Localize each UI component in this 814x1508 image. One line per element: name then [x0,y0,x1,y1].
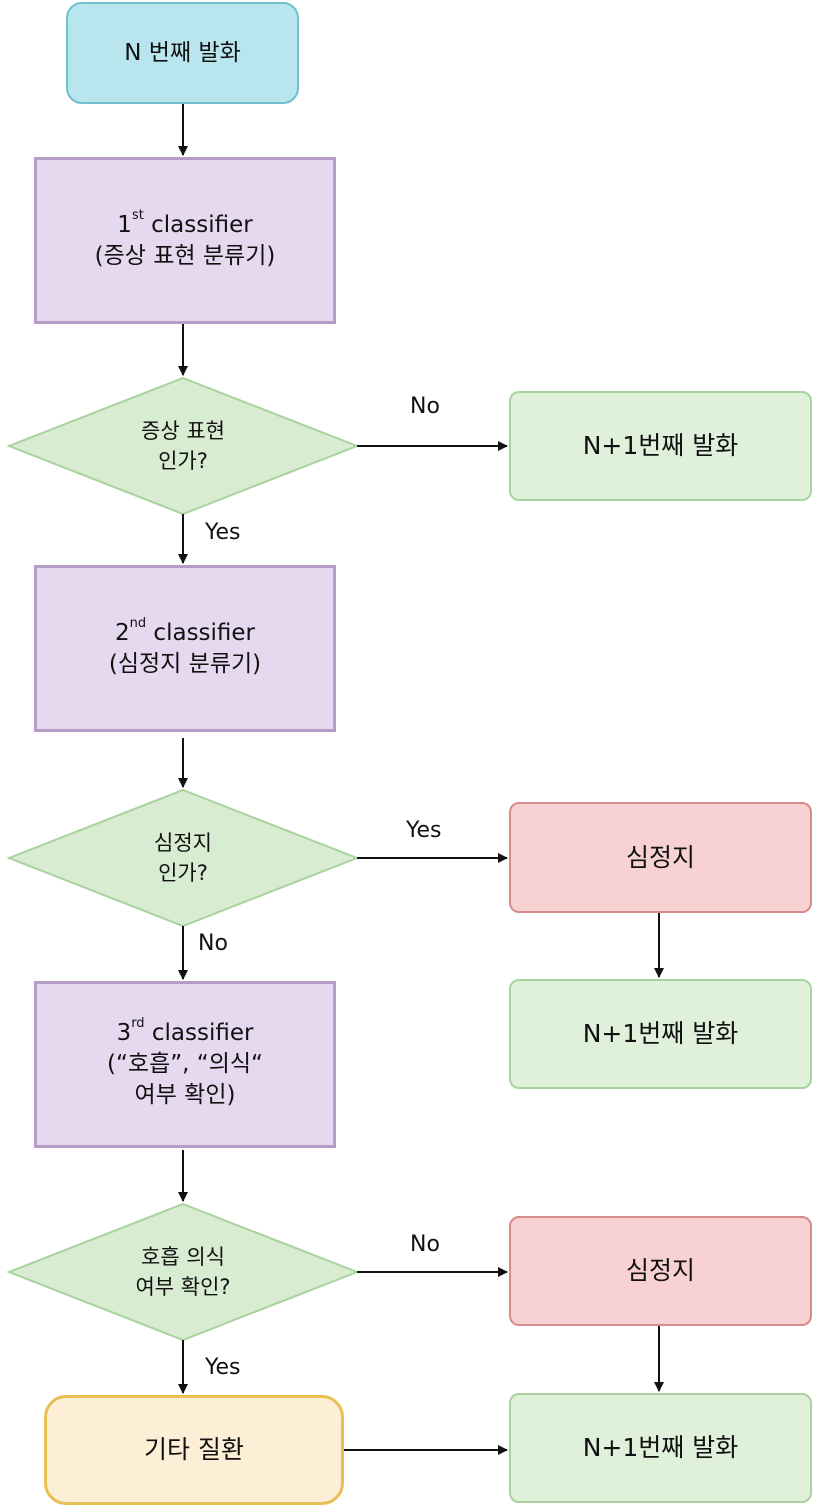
edge-label-d2-yes: Yes [406,818,442,843]
start-node-label: N 번째 발화 [124,39,241,66]
next-utterance-box-1: N+1번째 발화 [509,391,812,501]
third-classifier-subtitle-2: 여부 확인) [134,1082,236,1108]
cardiac-arrest-box-2: 심정지 [509,1216,812,1326]
second-classifier-title: 2nd classifier [114,615,256,646]
decision-2-label: 심정지 인가? [154,831,212,885]
edge-label-d3-no: No [410,1232,440,1257]
first-classifier-box: 1st classifier (증상 표현 분류기) [34,157,336,324]
edge-label-d2-no: No [198,931,228,956]
decision-1-label: 증상 표현 인가? [141,419,225,473]
next-utterance-box-2: N+1번째 발화 [509,979,812,1089]
edge-label-d3-yes: Yes [205,1355,241,1380]
edge-label-d1-no: No [410,394,440,419]
second-classifier-box: 2nd classifier (심정지 분류기) [34,565,336,732]
third-classifier-box: 3rd classifier (“호흡”, “의식“ 여부 확인) [34,981,336,1148]
start-node: N 번째 발화 [66,2,299,104]
first-classifier-subtitle: (증상 표현 분류기) [94,242,276,269]
third-classifier-subtitle: (“호흡”, “의식“ [107,1051,263,1077]
decision-3-label: 호흡 의식 여부 확인? [135,1245,231,1299]
edge-label-d1-yes: Yes [205,520,241,545]
other-disease-box: 기타 질환 [44,1395,344,1505]
second-classifier-subtitle: (심정지 분류기) [108,650,262,677]
first-classifier-title: 1st classifier [117,207,253,238]
third-classifier-title: 3rd classifier [116,1016,254,1046]
cardiac-arrest-box-1: 심정지 [509,802,812,913]
next-utterance-box-3: N+1번째 발화 [509,1393,812,1503]
